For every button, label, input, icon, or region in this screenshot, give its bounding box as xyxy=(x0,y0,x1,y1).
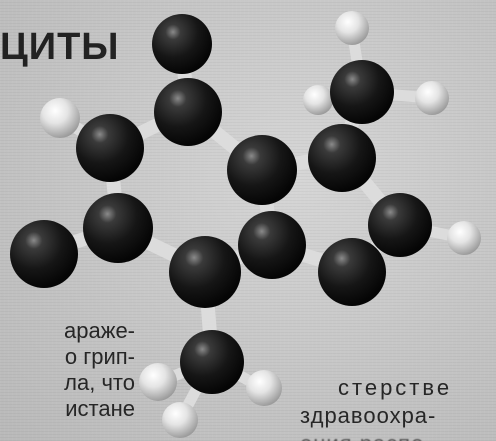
right-line: здравоохра- xyxy=(300,403,437,428)
right-column-text: стерстве здравоохра- ения распе xyxy=(300,374,496,441)
right-line: ения распе xyxy=(300,430,496,441)
headline: ЦИТЫ xyxy=(0,26,120,68)
hydrogen-atoms xyxy=(40,11,481,438)
left-line: истане xyxy=(65,396,135,421)
left-line: о грип- xyxy=(64,344,135,369)
right-line: стерстве xyxy=(338,375,453,400)
carbon-atoms xyxy=(10,14,432,394)
left-line: ла, что xyxy=(64,370,135,395)
left-column-text: араже- о грип- ла, что истане xyxy=(0,318,135,422)
left-line: араже- xyxy=(64,318,135,343)
